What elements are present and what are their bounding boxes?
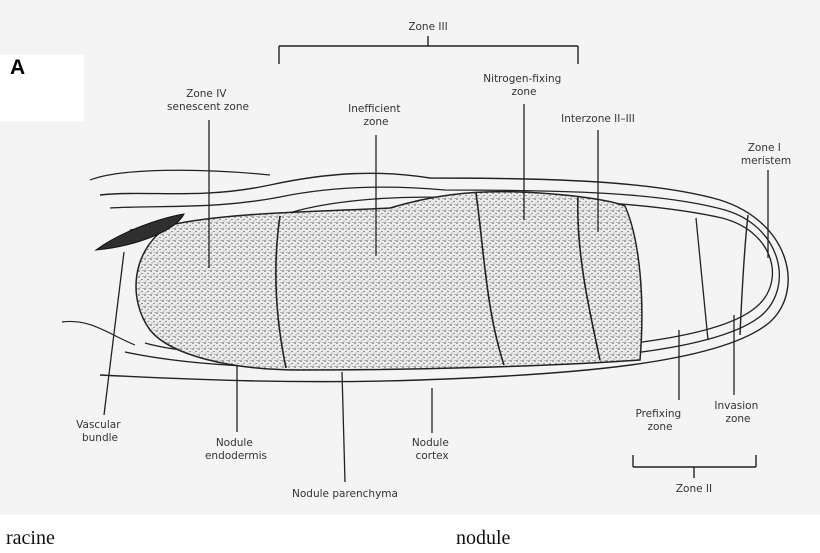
zone-ii-label: Zone II <box>676 483 712 495</box>
root-wisp-lower <box>62 321 135 345</box>
parenchyma-leader <box>342 372 345 482</box>
nodule-diagram-panel: Zone III Zone II <box>0 0 820 515</box>
zone-iv-label: Zone IV senescent zone <box>167 88 249 113</box>
prefixing-zone-label: Prefixing zone <box>635 408 684 433</box>
vascular-leader <box>104 252 124 415</box>
caption-nodule: nodule <box>456 527 510 550</box>
zone-iii-bracket <box>279 36 578 64</box>
nodule-cortex-label: Nodule cortex <box>412 437 452 462</box>
inefficient-label: Inefficient zone <box>348 103 404 128</box>
nitrogen-fixing-label: Nitrogen-fixing zone <box>483 73 564 98</box>
invasion-zone-label: Invasion zone <box>714 400 761 425</box>
zone-i-label: Zone I meristem <box>741 142 791 167</box>
infected-zone-stipple <box>136 192 642 370</box>
nodule-parenchyma-label: Nodule parenchyma <box>292 488 398 500</box>
interzone-label: Interzone II–III <box>561 113 635 125</box>
root-wisp-upper <box>90 170 270 180</box>
boundary-prefixing <box>696 218 708 340</box>
zone-ii-bracket <box>633 455 756 478</box>
caption-racine: racine <box>6 527 55 550</box>
zone-iii-label: Zone III <box>408 21 447 33</box>
boundary-invasion <box>740 215 748 335</box>
panel-letter: A <box>10 56 25 80</box>
vascular-bundle-label: Vascular bundle <box>76 419 124 444</box>
nodule-endodermis-label: Nodule endodermis <box>205 437 267 462</box>
nodule-diagram: Zone III Zone II <box>0 0 820 515</box>
